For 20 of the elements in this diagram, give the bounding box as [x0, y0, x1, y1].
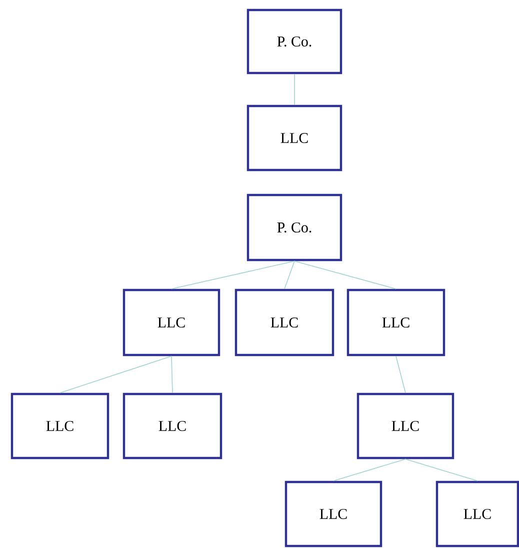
org-box: LLC	[10, 392, 110, 460]
org-box: P. Co.	[246, 194, 342, 262]
connector-line	[294, 74, 295, 106]
org-box: LLC	[284, 480, 382, 548]
org-box: LLC	[234, 288, 334, 356]
connector-line	[333, 458, 406, 482]
org-box: P. Co.	[246, 8, 342, 74]
connector-line	[171, 260, 295, 290]
org-box: LLC	[436, 480, 519, 548]
org-box: LLC	[246, 104, 342, 172]
org-box: LLC	[356, 392, 454, 460]
org-box: LLC	[346, 288, 446, 356]
connector-line	[284, 260, 295, 290]
connector-line	[60, 356, 172, 394]
org-box: LLC	[122, 288, 220, 356]
connector-line	[171, 356, 173, 394]
connector-line	[294, 260, 396, 290]
connector-line	[405, 458, 478, 482]
connector-line	[396, 356, 406, 394]
org-box: LLC	[122, 392, 222, 460]
